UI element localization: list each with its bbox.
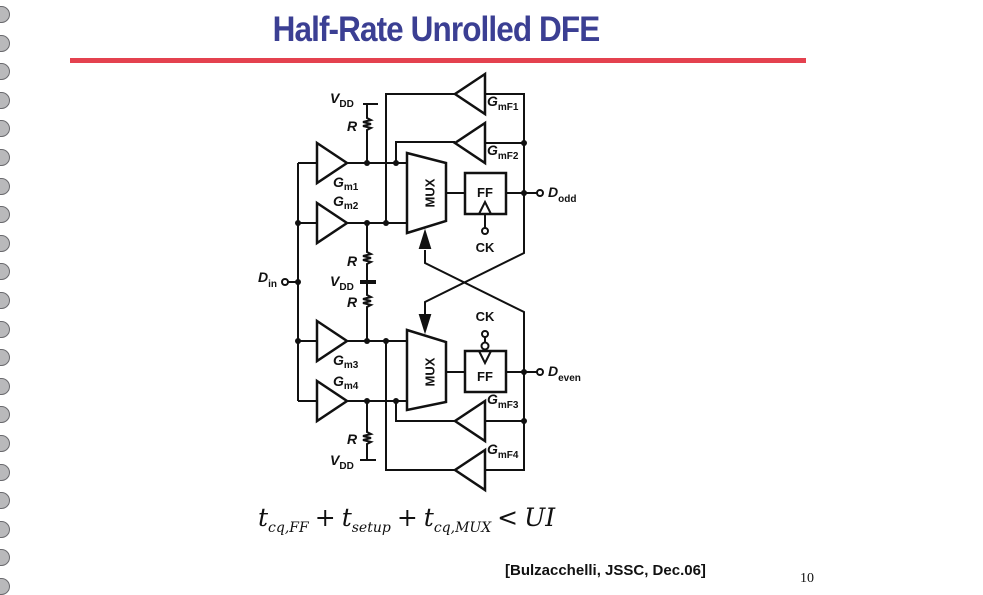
gm3-label: Gm3 — [333, 352, 359, 371]
timing-constraint-equation: tcq,FF+tsetup+tcq,MUX<UI — [258, 503, 556, 536]
load-resistors — [360, 103, 378, 461]
gm4-amplifier — [315, 378, 350, 424]
r-label-2: R — [347, 253, 358, 269]
gmf1-label: GmF1 — [487, 93, 519, 113]
odd-mux — [405, 151, 448, 235]
din-terminal — [281, 278, 289, 286]
gmf3-amplifier — [452, 398, 487, 444]
summing-wires — [347, 162, 407, 402]
even-flip-flop — [463, 349, 508, 394]
gmf2-label: GmF2 — [487, 142, 519, 162]
page-number: 10 — [800, 571, 814, 586]
gmf1-amplifier — [452, 71, 487, 117]
gm4-label: Gm4 — [333, 373, 359, 392]
feedback-wires — [385, 93, 455, 471]
gm2-amplifier — [315, 200, 350, 246]
even-mux-select-arrow — [418, 314, 432, 335]
dodd-terminal — [536, 189, 544, 197]
mux-ff-wires — [446, 192, 465, 373]
gmf4-amplifier — [452, 447, 487, 493]
odd-ck-label: CK — [476, 240, 495, 255]
deven-terminal — [536, 368, 544, 376]
odd-mux-select-arrow — [418, 228, 432, 249]
dodd-label: Dodd — [548, 184, 576, 205]
input-wires — [287, 162, 317, 402]
title-underline — [70, 58, 806, 63]
vdd-label-top: VDD — [330, 90, 354, 110]
citation: [Bulzacchelli, JSSC, Dec.06] — [505, 562, 706, 579]
binder-ring — [0, 177, 10, 195]
gm3-amplifier — [315, 318, 350, 364]
slide-title: Half-Rate Unrolled DFE — [272, 10, 601, 49]
r-label-1: R — [347, 118, 358, 134]
odd-ff-label: FF — [477, 185, 493, 200]
even-ck-label: CK — [476, 309, 495, 324]
gm2-label: Gm2 — [333, 193, 359, 212]
gmf3-label: GmF3 — [487, 391, 519, 411]
gm1-label: Gm1 — [333, 174, 359, 193]
binder-ring — [0, 320, 10, 338]
gm1-amplifier — [315, 140, 350, 186]
r-label-3: R — [347, 294, 358, 310]
binder-ring — [0, 463, 10, 481]
deven-label: Deven — [548, 363, 581, 384]
odd-clock-input — [478, 199, 492, 228]
junction-dots — [295, 140, 527, 424]
binder-ring — [0, 34, 10, 52]
even-mux-label: MUX — [422, 357, 437, 386]
gmf2-amplifier — [452, 120, 487, 166]
even-ff-label: FF — [477, 369, 493, 384]
even-mux — [405, 328, 448, 412]
vdd-label-bottom: VDD — [330, 452, 354, 472]
gmf4-label: GmF4 — [487, 441, 519, 461]
even-ck-terminal — [481, 330, 489, 338]
din-label: Din — [258, 269, 277, 290]
r-label-4: R — [347, 431, 358, 447]
odd-mux-label: MUX — [422, 178, 437, 207]
even-clock-inverter-bubble — [480, 341, 490, 351]
vdd-label-mid: VDD — [330, 273, 354, 293]
odd-ck-terminal — [481, 227, 489, 235]
